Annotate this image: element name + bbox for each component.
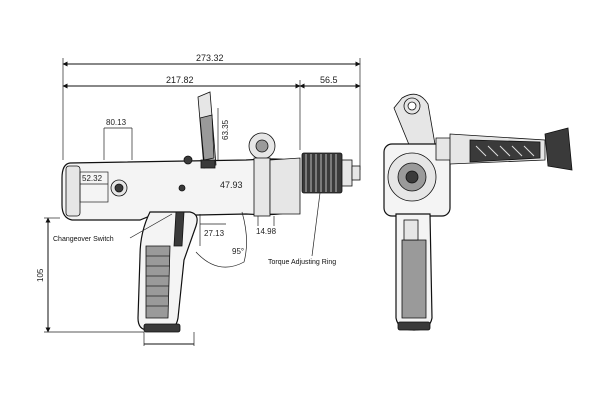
handle-height-dimension: 63.35 <box>217 108 230 160</box>
gear-housing <box>269 157 301 215</box>
changeover-switch-label: Changeover Switch <box>53 236 114 243</box>
ring-width-dimension: 14.98 <box>256 216 277 236</box>
front-grip-texture <box>401 239 427 319</box>
side-view: 273.32 217.82 56.5 80.13 52.32 <box>36 53 361 346</box>
handle-height-label: 63.35 <box>221 119 230 140</box>
total-height-label: 105 <box>36 268 45 282</box>
overall-length-dimension: 273.32 <box>62 53 361 170</box>
base-width-bracket <box>143 332 195 346</box>
total-height-dimension: 105 <box>36 217 144 333</box>
top-offset-label: 80.13 <box>106 118 127 127</box>
torque-adjusting-ring <box>301 152 343 194</box>
bit-holder <box>351 165 361 181</box>
pivot-screw <box>178 184 186 192</box>
front-grip-base <box>397 321 431 331</box>
motor-housing <box>61 158 287 221</box>
mount-clamp <box>253 157 271 217</box>
top-screw <box>183 155 193 165</box>
front-trigger <box>403 219 419 241</box>
bore-diameter-label: 47.93 <box>220 180 243 190</box>
nose-length-label: 56.5 <box>320 75 338 85</box>
grip-angle-dimension: 95° <box>195 211 247 268</box>
body-length-dimension: 217.82 56.5 <box>62 75 361 150</box>
front-mount-hole-inner <box>407 101 417 111</box>
rear-cap <box>65 165 81 217</box>
front-bit <box>405 170 419 184</box>
changeover-switch-leader <box>129 213 173 239</box>
grip-angle-label: 95° <box>232 247 244 256</box>
switch-area <box>79 171 109 203</box>
grip-ribs <box>146 255 170 307</box>
top-offset-dimension: 80.13 <box>103 118 133 160</box>
overall-length-label: 273.32 <box>196 53 224 63</box>
side-handle <box>197 91 217 169</box>
switch-offset-label: 52.32 <box>82 174 103 183</box>
torque-ring-label: Torque Adjusting Ring <box>268 259 336 266</box>
nose-spindle <box>341 159 353 187</box>
ring-width-label: 14.98 <box>256 227 277 236</box>
grip-texture <box>145 245 171 319</box>
grip-base <box>143 323 181 333</box>
torque-ring-leader <box>311 192 321 257</box>
front-view <box>383 93 573 331</box>
body-length-label: 217.82 <box>166 75 194 85</box>
grip-offset-label: 27.13 <box>204 229 225 238</box>
grip-offset-dimension: 27.13 <box>199 214 226 246</box>
trigger <box>173 211 185 247</box>
handle-mount-hub <box>255 139 269 153</box>
front-side-grip <box>435 127 573 171</box>
selector-knob-center <box>114 183 124 193</box>
